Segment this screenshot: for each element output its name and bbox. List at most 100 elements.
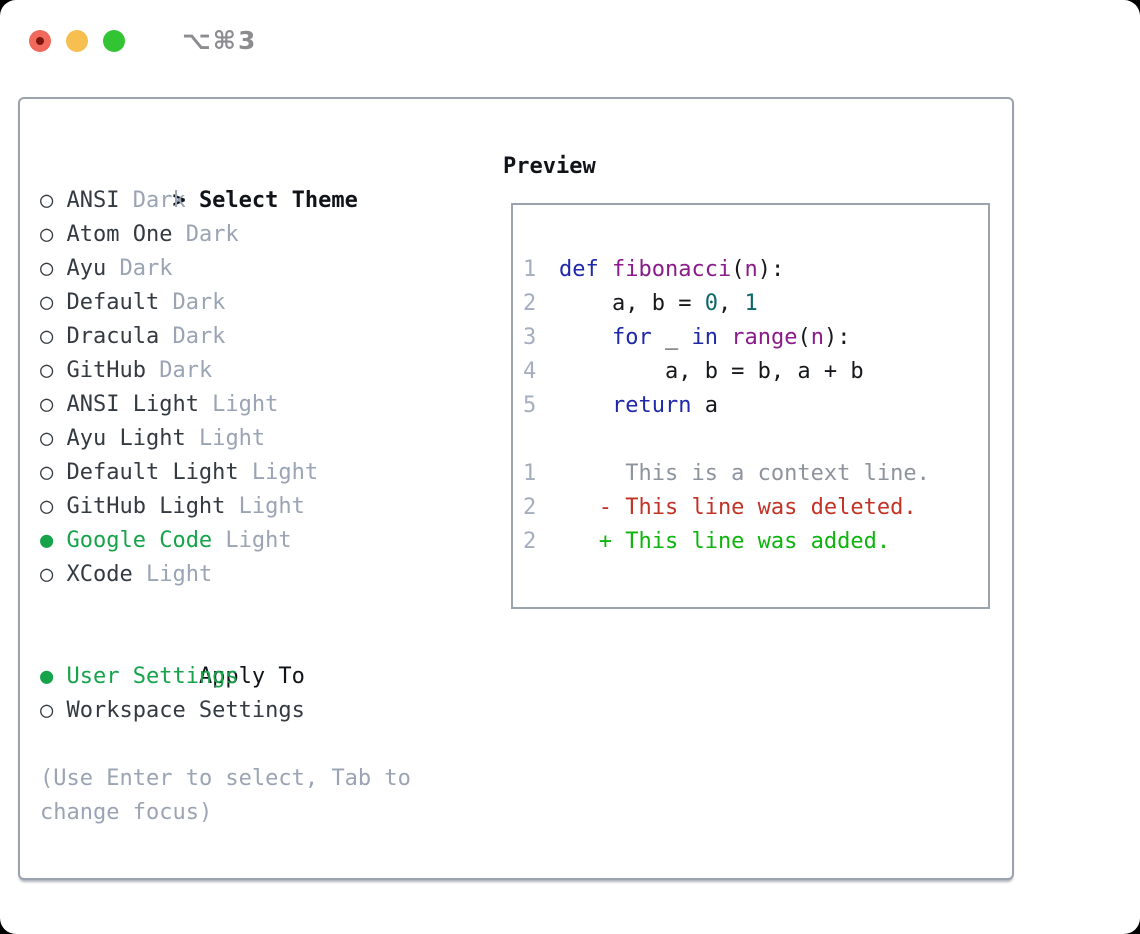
theme-variant-tag: Light bbox=[198, 392, 279, 417]
radio-icon: ○ bbox=[40, 392, 54, 417]
radio-icon: ○ bbox=[40, 358, 54, 383]
radio-icon: ○ bbox=[40, 290, 54, 315]
code-token: in bbox=[691, 325, 718, 350]
theme-item-ayu[interactable]: ○ Ayu Dark bbox=[40, 252, 480, 286]
code-token: ): bbox=[757, 257, 785, 282]
code-token: for bbox=[611, 325, 652, 350]
theme-variant-tag: Dark bbox=[159, 324, 226, 349]
theme-variant-tag: Dark bbox=[119, 188, 186, 213]
code-token: a, b = bbox=[559, 291, 705, 316]
theme-item-google-code[interactable]: ●Google Code Light bbox=[40, 524, 480, 558]
close-button-dot-icon bbox=[36, 36, 44, 45]
radio-icon: ○ bbox=[40, 324, 54, 349]
code-token: , bbox=[717, 291, 745, 316]
line-number: 3 bbox=[523, 325, 537, 350]
theme-variant-tag: Dark bbox=[145, 358, 213, 383]
code-line: 2 a, b = 0, 1 bbox=[523, 287, 988, 321]
apply-to-label: Workspace Settings bbox=[66, 698, 305, 723]
help-text: (Use Enter to select, Tab to change focu… bbox=[40, 766, 411, 825]
radio-icon: ○ bbox=[40, 256, 54, 281]
line-number: 2 bbox=[523, 495, 537, 520]
radio-icon: ○ bbox=[40, 698, 54, 723]
theme-item-default-light[interactable]: ○ Default Light Light bbox=[40, 456, 480, 490]
code-line: 5 return a bbox=[523, 389, 988, 423]
diff-line-context: 1 This is a context line. bbox=[523, 457, 988, 491]
code-token bbox=[718, 325, 731, 350]
theme-name: ANSI bbox=[66, 188, 120, 213]
diff-lines: 1 This is a context line.2 - This line w… bbox=[523, 457, 988, 559]
theme-variant-tag: Light bbox=[212, 528, 292, 553]
maximize-button[interactable] bbox=[103, 29, 125, 52]
theme-name: Default Light bbox=[66, 460, 239, 485]
radio-selected-icon: ● bbox=[40, 528, 54, 553]
code-token bbox=[599, 257, 612, 282]
apply-to-option-workspace-settings[interactable]: ○ Workspace Settings bbox=[40, 694, 480, 728]
radio-icon: ○ bbox=[40, 188, 54, 213]
radio-icon: ○ bbox=[40, 222, 54, 247]
window-title: ⌥⌘3 bbox=[182, 26, 258, 55]
diff-line-added: 2 + This line was added. bbox=[523, 525, 988, 559]
theme-item-atom-one[interactable]: ○Atom One Dark bbox=[40, 218, 480, 252]
code-token: return bbox=[611, 393, 692, 418]
diff-text: + This line was added. bbox=[559, 529, 891, 554]
theme-item-github[interactable]: ○ GitHub Dark bbox=[40, 354, 480, 388]
theme-name: GitHub Light bbox=[66, 494, 226, 519]
theme-name: Ayu Light bbox=[66, 426, 186, 451]
theme-item-xcode[interactable]: ○XCode Light bbox=[40, 558, 480, 592]
theme-name: Dracula bbox=[66, 324, 160, 349]
spacer bbox=[523, 423, 988, 457]
line-number: 2 bbox=[523, 529, 537, 554]
main-panel: >Select Theme ○ANSI Dark○Atom One Dark○A… bbox=[18, 97, 1014, 880]
theme-item-ansi-light[interactable]: ○ANSI Light Light bbox=[40, 388, 480, 422]
radio-selected-icon: ● bbox=[40, 664, 54, 689]
theme-variant-tag: Light bbox=[238, 460, 319, 485]
radio-icon: ○ bbox=[40, 460, 54, 485]
code-token bbox=[559, 325, 612, 350]
apply-to-label: User Settings bbox=[66, 664, 239, 689]
theme-name: GitHub bbox=[66, 358, 146, 383]
radio-icon: ○ bbox=[40, 426, 54, 451]
code-line: 3 for _ in range(n): bbox=[523, 321, 988, 355]
theme-item-dracula[interactable]: ○ Dracula Dark bbox=[40, 320, 480, 354]
close-button[interactable] bbox=[29, 29, 51, 52]
code-token: fibonacci bbox=[612, 257, 732, 282]
theme-name: Ayu bbox=[66, 256, 107, 281]
code-token: a, b = b, a + b bbox=[559, 359, 864, 384]
apply-to-title: Apply To bbox=[198, 664, 305, 689]
preview-title: Preview bbox=[503, 154, 596, 179]
apply-to-header: Apply To bbox=[40, 626, 480, 689]
minimize-button[interactable] bbox=[66, 29, 88, 52]
theme-item-ansi[interactable]: ○ ANSI Dark bbox=[40, 184, 480, 218]
theme-variant-tag: Dark bbox=[106, 256, 173, 281]
theme-name: Atom One bbox=[66, 222, 173, 247]
apply-to-option-user-settings[interactable]: ● User Settings bbox=[40, 660, 480, 694]
titlebar: ⌥⌘3 bbox=[29, 26, 257, 55]
radio-icon: ○ bbox=[40, 494, 54, 519]
theme-column: >Select Theme ○ANSI Dark○Atom One Dark○A… bbox=[40, 150, 480, 830]
apply-to-list: ● User Settings ○ Workspace Settings bbox=[40, 660, 480, 728]
theme-variant-tag: Light bbox=[225, 494, 305, 519]
select-theme-header: > Select Theme bbox=[40, 150, 480, 213]
theme-item-github-light[interactable]: ○ GitHub Light Light bbox=[40, 490, 480, 524]
code-token: _ bbox=[651, 325, 692, 350]
spacer bbox=[40, 728, 480, 762]
theme-item-default[interactable]: ○Default Dark bbox=[40, 286, 480, 320]
code-token bbox=[559, 393, 612, 418]
theme-variant-tag: Dark bbox=[159, 290, 226, 315]
focus-caret-icon: > bbox=[172, 188, 186, 213]
spacer bbox=[40, 592, 480, 626]
select-theme-title: Select Theme bbox=[198, 188, 358, 213]
code-token: n bbox=[810, 325, 824, 350]
theme-variant-tag: Light bbox=[132, 562, 213, 587]
theme-item-ayu-light[interactable]: ○Ayu Light Light bbox=[40, 422, 480, 456]
code-token: ( bbox=[797, 325, 811, 350]
code-line: 4 a, b = b, a + b bbox=[523, 355, 988, 389]
line-number: 2 bbox=[523, 291, 537, 316]
line-number: 5 bbox=[523, 393, 537, 418]
code-token: ): bbox=[823, 325, 851, 350]
